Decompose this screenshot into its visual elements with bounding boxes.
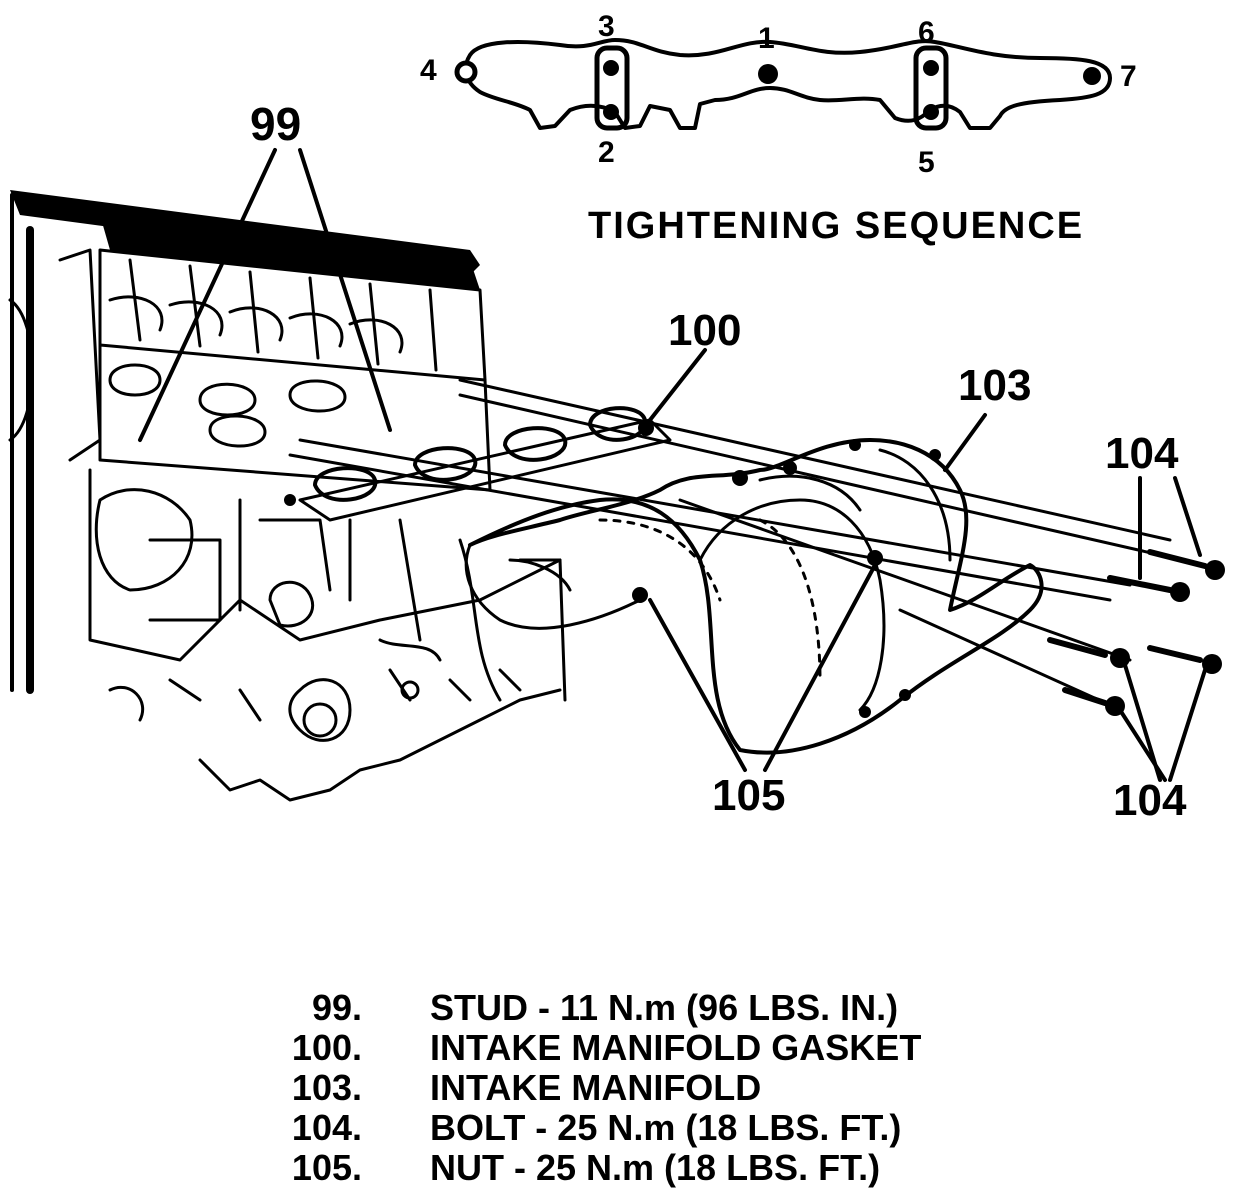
bolt-hole-5 — [923, 104, 939, 120]
seq-number-4: 4 — [420, 54, 437, 87]
callout-100: 100 — [668, 306, 741, 355]
seq-number-5: 5 — [918, 146, 935, 179]
legend-row: 104. BOLT - 25 N.m (18 LBS. FT.) — [270, 1108, 1030, 1148]
bolts-104 — [1047, 549, 1225, 716]
seq-number-3: 3 — [598, 10, 615, 43]
parts-legend: 99. STUD - 11 N.m (96 LBS. IN.) 100. INT… — [270, 988, 1030, 1188]
tightening-sequence-gasket — [454, 38, 1112, 131]
bolt-hole-6 — [923, 60, 939, 76]
intake-manifold — [464, 438, 1044, 755]
callout-104-top: 104 — [1105, 429, 1179, 478]
seq-number-6: 6 — [918, 16, 935, 49]
legend-number: 99. — [311, 987, 362, 1028]
callout-104-bottom: 104 — [1113, 776, 1187, 825]
bolt-hole-3 — [603, 60, 619, 76]
legend-description: INTAKE MANIFOLD GASKET — [430, 1027, 922, 1068]
legend-row: 99. STUD - 11 N.m (96 LBS. IN.) — [270, 988, 1030, 1028]
callout-105: 105 — [712, 771, 785, 820]
legend-number: 104. — [291, 1107, 362, 1148]
seq-number-2: 2 — [598, 136, 615, 169]
legend-number: 100. — [291, 1027, 362, 1068]
tightening-sequence-title: TIGHTENING SEQUENCE — [588, 205, 1084, 247]
legend-description: INTAKE MANIFOLD — [430, 1067, 762, 1108]
seq-number-7: 7 — [1120, 60, 1137, 93]
legend-description: NUT - 25 N.m (18 LBS. FT.) — [430, 1147, 881, 1188]
callout-103: 103 — [958, 361, 1031, 410]
bolt-hole-4 — [454, 60, 478, 84]
legend-description: STUD - 11 N.m (96 LBS. IN.) — [430, 987, 899, 1028]
seq-number-1: 1 — [758, 22, 775, 55]
callout-99: 99 — [250, 98, 301, 150]
legend-description: BOLT - 25 N.m (18 LBS. FT.) — [430, 1107, 902, 1148]
bolt-hole-7 — [1083, 67, 1101, 85]
legend-row: 100. INTAKE MANIFOLD GASKET — [270, 1028, 1030, 1068]
legend-number: 105. — [291, 1147, 362, 1188]
bolt-hole-1 — [758, 64, 778, 84]
legend-row: 105. NUT - 25 N.m (18 LBS. FT.) — [270, 1148, 1030, 1188]
stud-shafts — [288, 378, 1172, 707]
leader-lines — [138, 148, 1207, 782]
legend-row: 103. INTAKE MANIFOLD — [270, 1068, 1030, 1108]
legend-number: 103. — [291, 1067, 362, 1108]
bolt-hole-2 — [603, 104, 619, 120]
